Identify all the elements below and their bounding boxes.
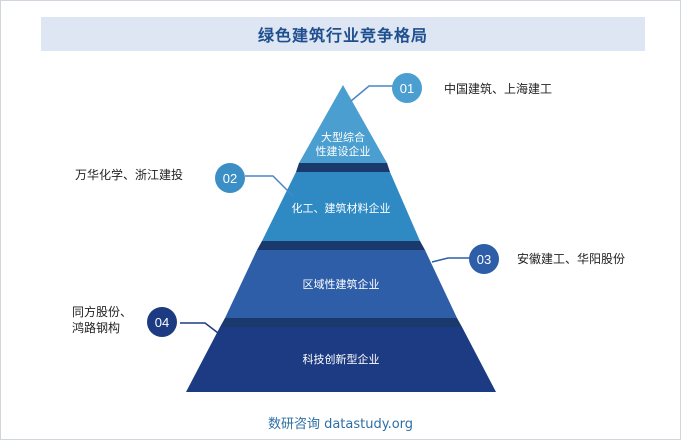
page-title: 绿色建筑行业竞争格局 (257, 26, 428, 45)
tier-4-companies-line2: 鸿路钢构 (72, 321, 121, 335)
badge-02-circle (215, 163, 245, 193)
tier-1-band (296, 163, 390, 172)
badge-01-number: 01 (400, 81, 414, 96)
tier-1-companies: 中国建筑、上海建工 (444, 82, 553, 96)
connector-04 (180, 322, 223, 337)
title-bar: 绿色建筑行业竞争格局 (41, 17, 645, 51)
tier-3-companies: 安徽建工、华阳股份 (517, 252, 626, 266)
badge-03-number: 03 (477, 252, 491, 267)
badge-04-number: 04 (155, 315, 169, 330)
tier-2-shape (262, 172, 420, 241)
tier-2-band (257, 241, 425, 250)
tier-4-label: 科技创新型企业 (302, 353, 380, 366)
badge-02-number: 02 (223, 171, 237, 186)
tier-3-label: 区域性建筑企业 (302, 278, 380, 291)
tier-4-companies: 同方股份、 鸿路钢构 (72, 304, 132, 336)
footer-source: 数研咨询 datastudy.org (267, 417, 414, 432)
connector-01 (350, 85, 397, 102)
tier-4-companies-line1: 同方股份、 (72, 305, 133, 319)
tier-3-band (220, 318, 462, 327)
badge-01-circle (392, 73, 422, 103)
tier-1-shape (299, 85, 387, 163)
connector-02 (245, 175, 294, 197)
tier-2-label: 化工、建筑材料企业 (291, 202, 391, 215)
tier-3-shape (225, 250, 457, 318)
badge-04-circle (147, 307, 177, 337)
tier-1-label-line2: 性建设企业 (315, 145, 371, 158)
tier-1-label: 大型综合 性建设企业 (293, 131, 393, 159)
tier-1-label-line1: 大型综合 (321, 131, 365, 144)
connector-03 (431, 257, 470, 263)
tier-2-companies: 万华化学、浙江建投 (75, 168, 184, 182)
tier-4-shape (186, 327, 496, 392)
badge-03-circle (469, 244, 499, 274)
